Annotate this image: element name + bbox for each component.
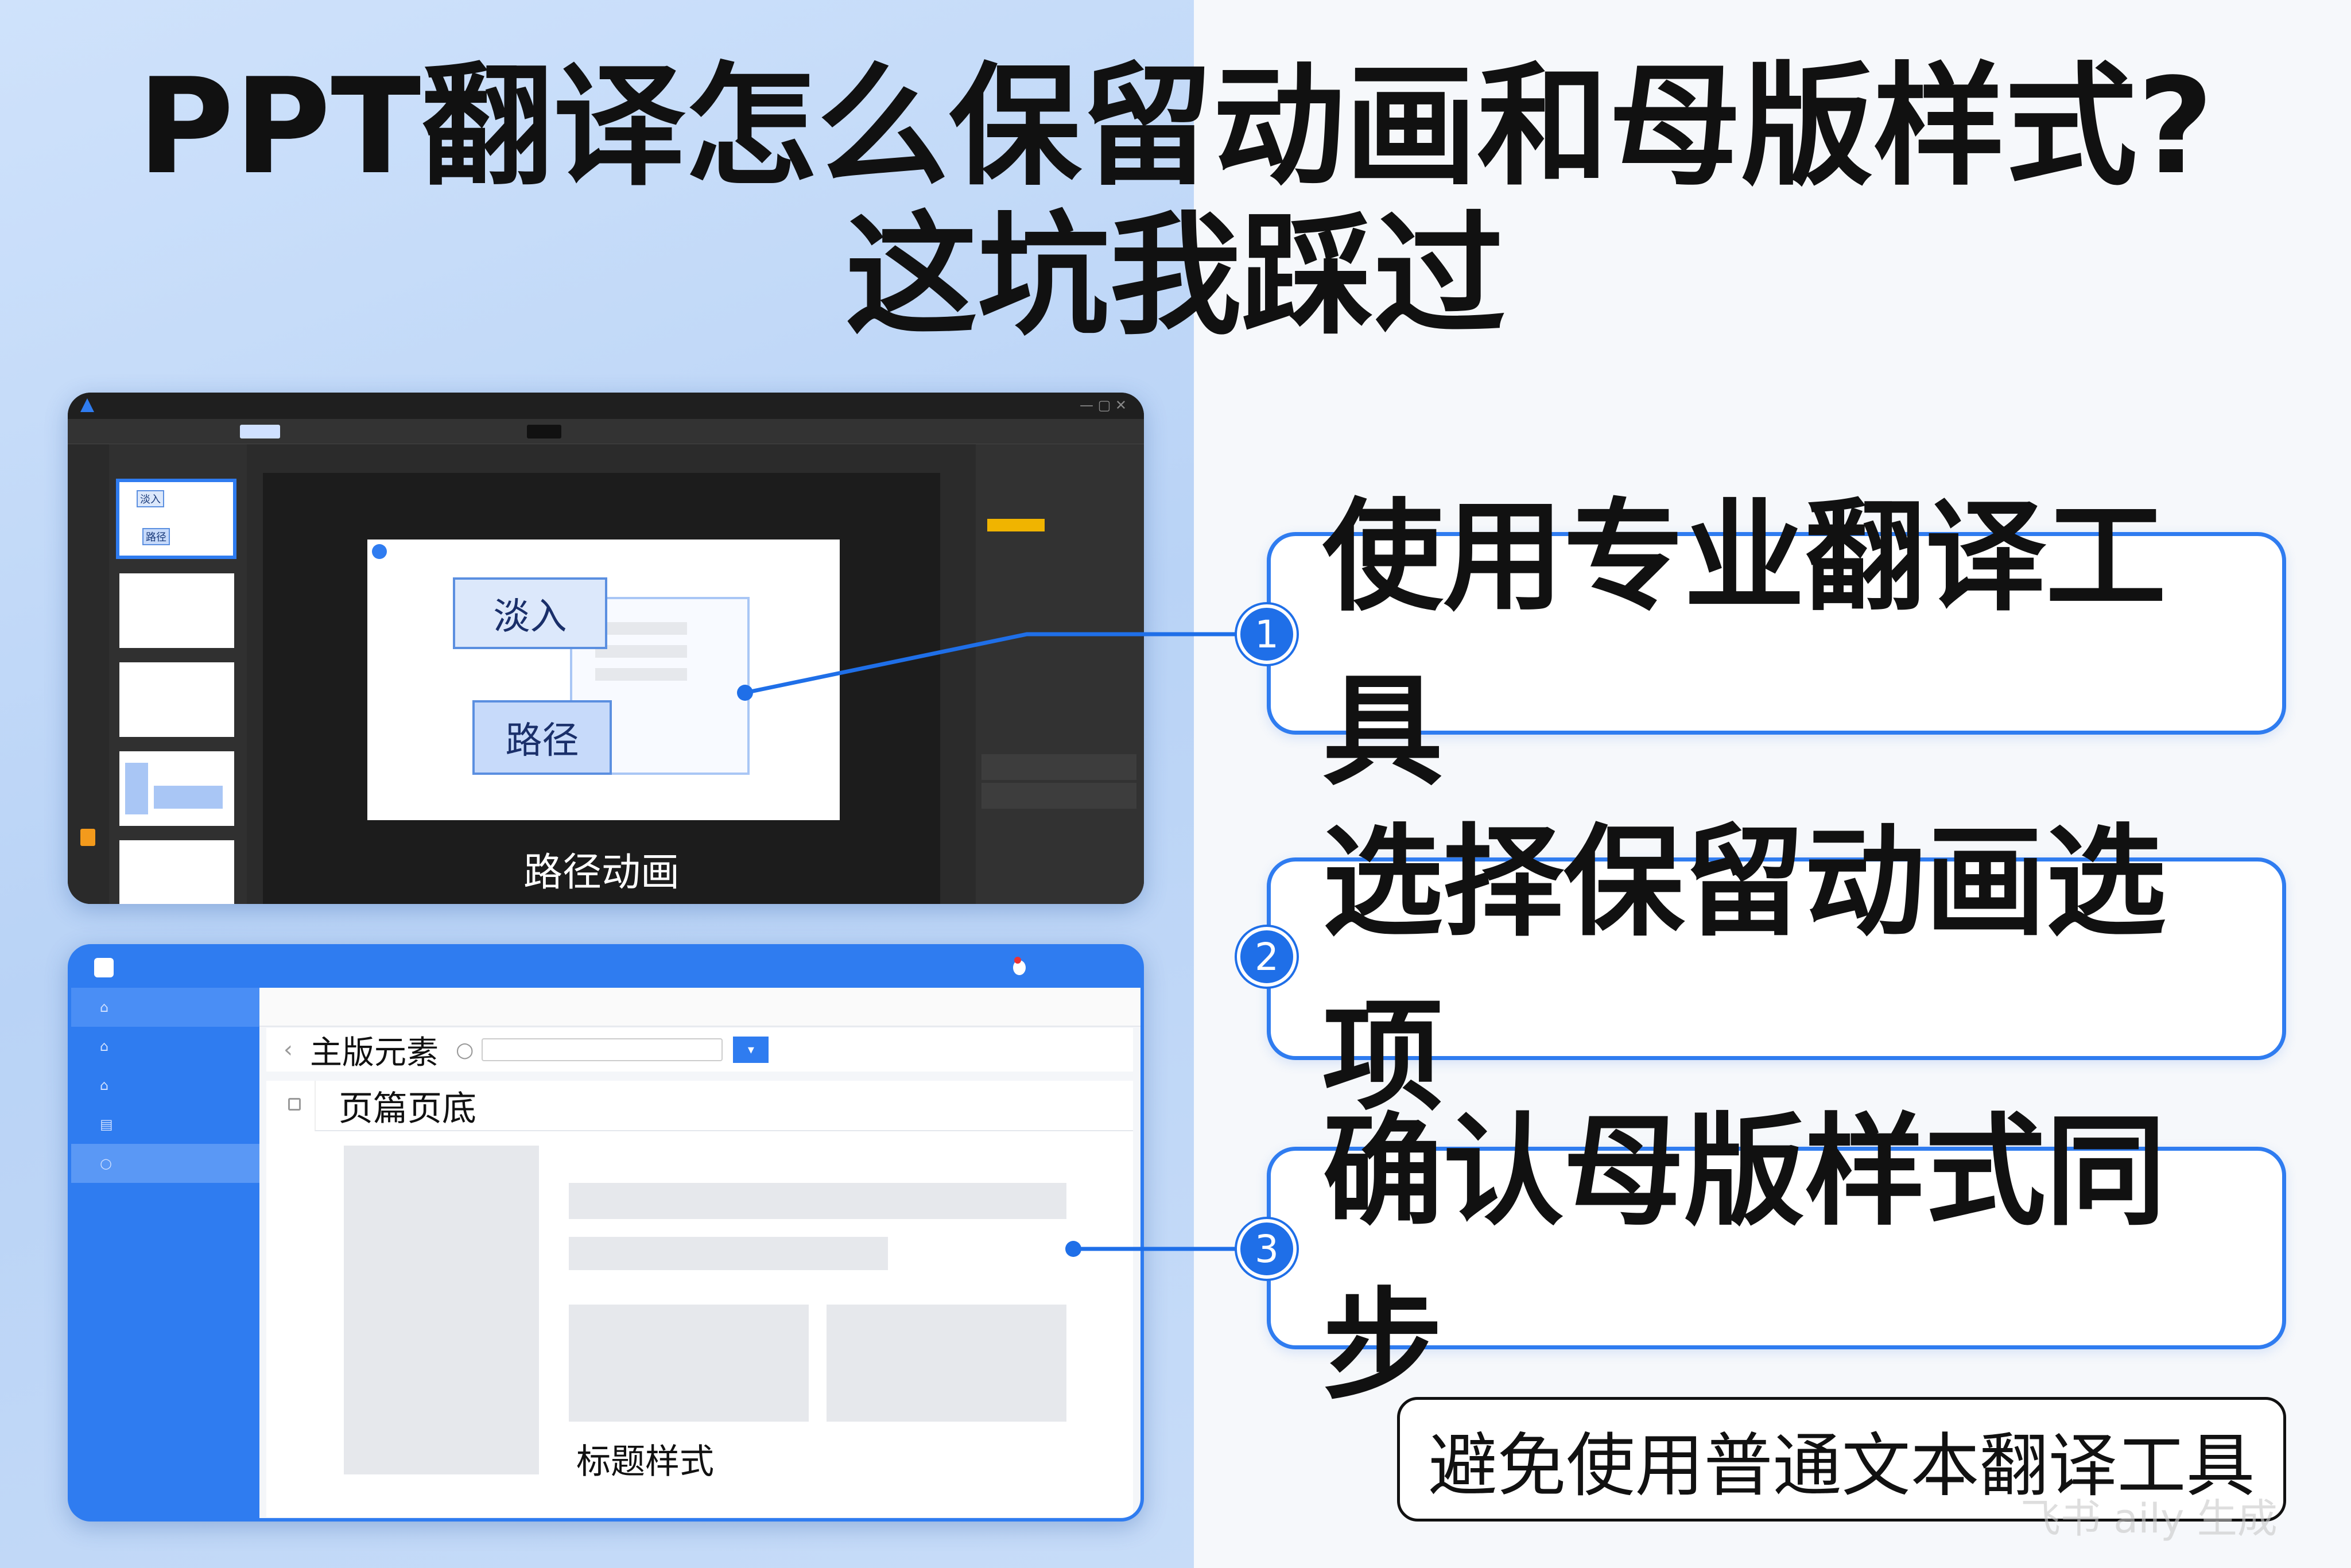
step-label: 使用专业翻译工具 [1322,486,2167,802]
presentation-editor-window: — ▢ ✕ 淡入 路径 淡入 路径 路径动画 [68,393,1144,904]
animation-marker-icon [372,544,387,559]
canvas-area: 淡入 路径 路径动画 [263,473,940,904]
window-controls[interactable]: — ▢ ✕ [1079,397,1127,413]
placeholder-block [827,1305,1066,1422]
master-panel: 页篇页底 标题样式 [266,1081,1133,1517]
header-footer-row[interactable]: 页篇页底 [315,1081,1133,1131]
placeholder-bar [569,1183,1066,1219]
sidebar-item[interactable]: ⌂ [71,988,259,1027]
property-bar [987,519,1045,531]
headline-line1: PPT翻译怎么保留动画和母版样式? [137,51,2214,204]
headline-line2: 这坑我踩过 [845,200,1506,353]
step-number-3: 3 [1237,1219,1297,1279]
placeholder-block [569,1305,809,1422]
dropdown-button[interactable]: ▾ [733,1037,769,1063]
layer-item[interactable] [981,783,1136,809]
search-input[interactable] [482,1038,723,1061]
thumbnail-5[interactable] [119,840,234,904]
step-label: 确认母版样式同步 [1322,1101,2167,1416]
step-number-2: 2 [1237,927,1297,987]
placeholder-bar [569,1237,888,1270]
step-label: 选择保留动画选项 [1322,812,2167,1127]
step-card-3: 确认母版样式同步 [1267,1101,2286,1416]
thumbnail-1[interactable]: 淡入 路径 [116,479,236,559]
app-logo-icon [94,958,114,977]
checkbox[interactable] [288,1098,301,1111]
slide[interactable]: 淡入 路径 [367,540,840,820]
notification-badge [1014,957,1021,964]
connector-dot-1 [737,685,753,701]
search-icon: ○ [456,1038,474,1062]
fade-in-box[interactable]: 淡入 [453,577,607,649]
thumbnail-3[interactable] [119,662,234,737]
master-toolbar: ‹ 主版元素 ○ ▾ [266,1028,1133,1072]
path-box[interactable]: 路径 [472,700,612,775]
toolbar-button[interactable] [240,425,280,438]
sidebar-item[interactable]: ▤ [100,1116,113,1132]
slide-thumbnails-panel: 淡入 路径 [109,444,247,904]
thumbnail-4[interactable] [119,751,234,826]
sidebar-item[interactable]: ⌂ [100,1077,109,1093]
title-style-label: 标题样式 [576,1442,714,1482]
sidebar-item[interactable]: ⌂ [100,1038,109,1054]
notification-icon[interactable] [1013,960,1026,975]
connector-1 [744,632,1240,695]
step-number-1: 1 [1237,604,1297,664]
thumb-label: 路径 [142,528,170,545]
app-header [71,948,1140,988]
title-bar: — ▢ ✕ [68,393,1144,419]
toolbar [68,419,1144,444]
back-chevron-icon[interactable]: ‹ [284,1037,293,1063]
sidebar-item[interactable]: ○ [71,1144,259,1183]
step-card-1: 使用专业翻译工具 [1267,487,2286,802]
layer-item[interactable] [981,754,1136,780]
watermark: 飞书 aily 生成 [2020,1495,2278,1542]
master-style-app-window: ⌂ ⌂ ⌂ ▤ ○ ‹ 主版元素 ○ ▾ 页篇页底 标题样式 [68,944,1144,1522]
sidebar: ⌂ ⌂ ⌂ ▤ ○ [71,988,259,1518]
main-content: ‹ 主版元素 ○ ▾ 页篇页底 标题样式 [259,988,1140,1518]
thumb-label: 淡入 [137,490,164,507]
caption: 路径动画 [523,850,680,895]
thumbnail-2[interactable] [119,573,234,648]
warning-note: 避免使用普通文本翻译工具 [1397,1397,2286,1522]
connector-dot-3 [1065,1241,1081,1257]
toolbar-dropdown[interactable] [527,425,561,438]
placeholder-block [344,1146,539,1474]
color-swatch[interactable] [80,829,95,846]
properties-panel [976,444,1144,904]
step-card-2: 选择保留动画选项 [1267,812,2286,1127]
tab-bar [259,988,1140,1027]
master-elements-title: 主版元素 [310,1034,439,1072]
tool-strip [68,444,109,904]
